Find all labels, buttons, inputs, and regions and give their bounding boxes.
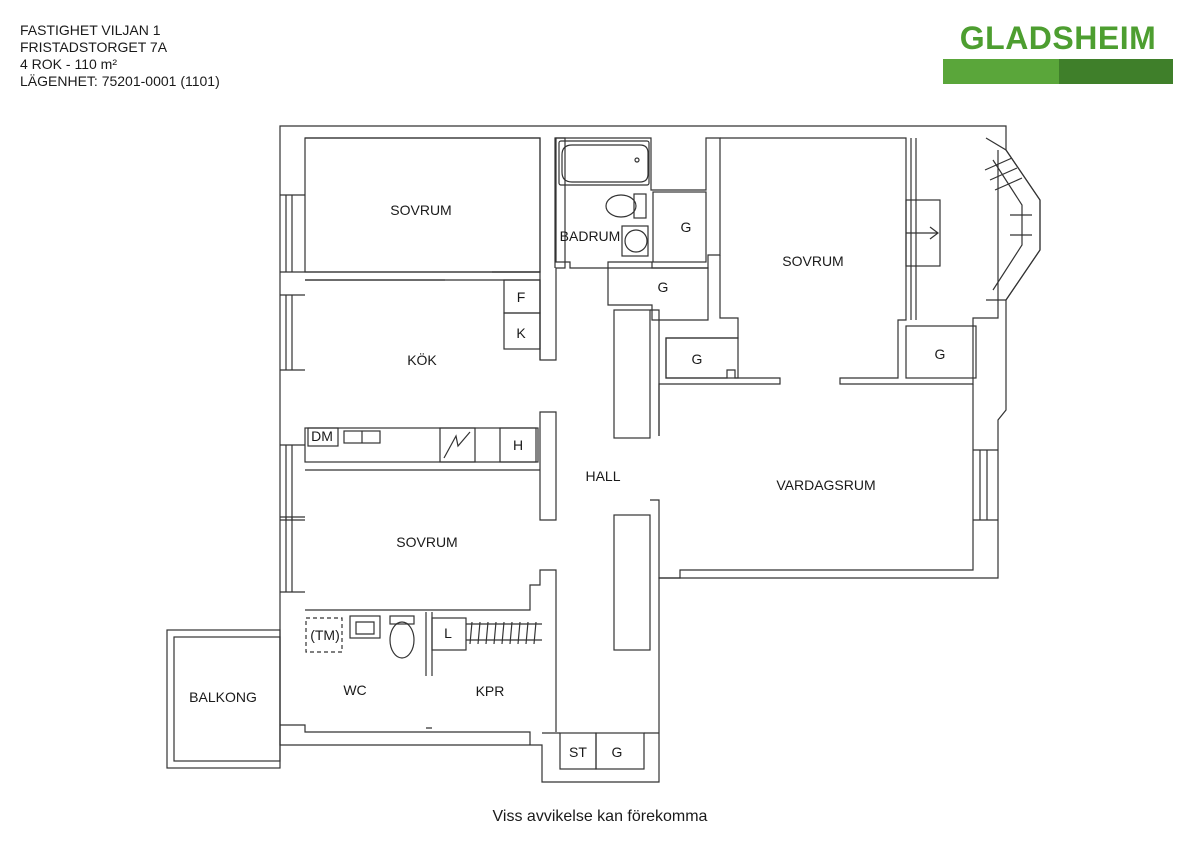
logo-bar-dark bbox=[1059, 59, 1173, 84]
kitchen-counter bbox=[304, 427, 539, 463]
label-bathroom: BADRUM bbox=[560, 228, 621, 244]
window-left-1 bbox=[280, 194, 305, 273]
closet-g-right bbox=[905, 325, 977, 379]
label-dishwasher: DM bbox=[311, 428, 333, 444]
bathroom-walls bbox=[555, 137, 721, 269]
toilet-tank bbox=[633, 193, 647, 219]
cooker-hood-cabinet bbox=[499, 427, 537, 463]
logo-bar-light bbox=[943, 59, 1059, 84]
hall-closet-bottom bbox=[613, 514, 651, 651]
dishwasher bbox=[307, 427, 339, 447]
label-closet-g-hall-top: G bbox=[658, 279, 669, 295]
window-left-2 bbox=[280, 294, 305, 371]
balcony-inner bbox=[173, 636, 281, 762]
gladsheim-logo: GLADSHEIM bbox=[943, 20, 1173, 84]
bathtub bbox=[558, 140, 650, 186]
property-name: FASTIGHET VILJAN 1 bbox=[20, 22, 161, 38]
bottom-wall bbox=[280, 724, 531, 745]
bay-window-inner bbox=[992, 159, 1023, 291]
linen-closet bbox=[431, 617, 467, 651]
toilet-bowl bbox=[605, 194, 637, 218]
hall-wall-right bbox=[650, 309, 974, 579]
wc-toilet-bowl bbox=[389, 621, 415, 659]
bath-sink-basin bbox=[624, 229, 648, 253]
bedroom-2-window-line bbox=[910, 138, 917, 320]
label-balcony: BALKONG bbox=[189, 689, 257, 705]
wc-sink-basin bbox=[355, 621, 375, 635]
label-linen-closet: L bbox=[444, 625, 452, 641]
label-freezer: K bbox=[516, 325, 526, 341]
label-closet-g-right: G bbox=[935, 346, 946, 362]
stove bbox=[439, 427, 476, 463]
hall-closet-top bbox=[613, 309, 651, 439]
label-closet-g-bath: G bbox=[681, 219, 692, 235]
label-bedroom-2: SOVRUM bbox=[782, 253, 843, 269]
inner-wall-line bbox=[305, 137, 566, 361]
logo-text: GLADSHEIM bbox=[959, 20, 1157, 56]
bedroom-2-lower bbox=[658, 255, 781, 436]
apartment-number: LÄGENHET: 75201-0001 (1101) bbox=[20, 73, 220, 89]
bay-glass-1 bbox=[984, 157, 1023, 191]
label-closet-g-bottom: G bbox=[612, 744, 623, 760]
label-kpr: KPR bbox=[476, 683, 505, 699]
living-window bbox=[973, 449, 998, 521]
closet-g-bath bbox=[652, 191, 707, 263]
property-info: FASTIGHET VILJAN 1 FRISTADSTORGET 7A 4 R… bbox=[20, 22, 220, 90]
closet-g-hall-top bbox=[607, 267, 709, 321]
label-wc: WC bbox=[343, 682, 366, 698]
property-address: FRISTADSTORGET 7A bbox=[20, 39, 168, 55]
label-hall: HALL bbox=[585, 468, 620, 484]
freezer-cabinet bbox=[503, 312, 541, 350]
wc-toilet-tank bbox=[389, 615, 415, 625]
drain bbox=[634, 157, 640, 163]
window-left-3 bbox=[280, 444, 305, 521]
washing-machine bbox=[305, 617, 343, 653]
label-washing-machine: (TM) bbox=[310, 627, 340, 643]
disclaimer: Viss avvikelse kan förekomma bbox=[492, 808, 708, 825]
bedroom-2-walls bbox=[720, 137, 999, 385]
kpr-hangers bbox=[469, 621, 537, 645]
outer-wall bbox=[279, 125, 1041, 783]
kitchen-partition bbox=[539, 411, 557, 521]
kitchen-walls bbox=[305, 271, 541, 360]
wc-wall bbox=[425, 612, 433, 676]
bedroom-3-walls bbox=[305, 469, 557, 732]
window-left-4 bbox=[280, 516, 305, 593]
wc-sink bbox=[349, 615, 381, 639]
bay-window bbox=[985, 137, 1041, 301]
apartment-size: 4 ROK - 110 m² bbox=[20, 56, 117, 72]
bay-glass-2 bbox=[1010, 214, 1032, 236]
label-cleaning-closet: ST bbox=[569, 744, 587, 760]
closet-g-mid bbox=[665, 337, 739, 379]
bathtub-inner bbox=[561, 144, 649, 183]
label-kitchen: KÖK bbox=[407, 351, 437, 368]
label-fridge: F bbox=[517, 289, 526, 305]
bath-sink bbox=[621, 225, 649, 257]
label-closet-g-mid: G bbox=[692, 351, 703, 367]
label-bedroom-3: SOVRUM bbox=[396, 534, 457, 550]
label-bedroom-1: SOVRUM bbox=[390, 202, 451, 218]
label-hood-cabinet: H bbox=[513, 437, 523, 453]
bedroom-1-outline bbox=[304, 137, 541, 273]
closet-g-bottom bbox=[595, 732, 645, 770]
stove-symbol bbox=[443, 431, 471, 459]
label-living-room: VARDAGSRUM bbox=[776, 477, 875, 493]
